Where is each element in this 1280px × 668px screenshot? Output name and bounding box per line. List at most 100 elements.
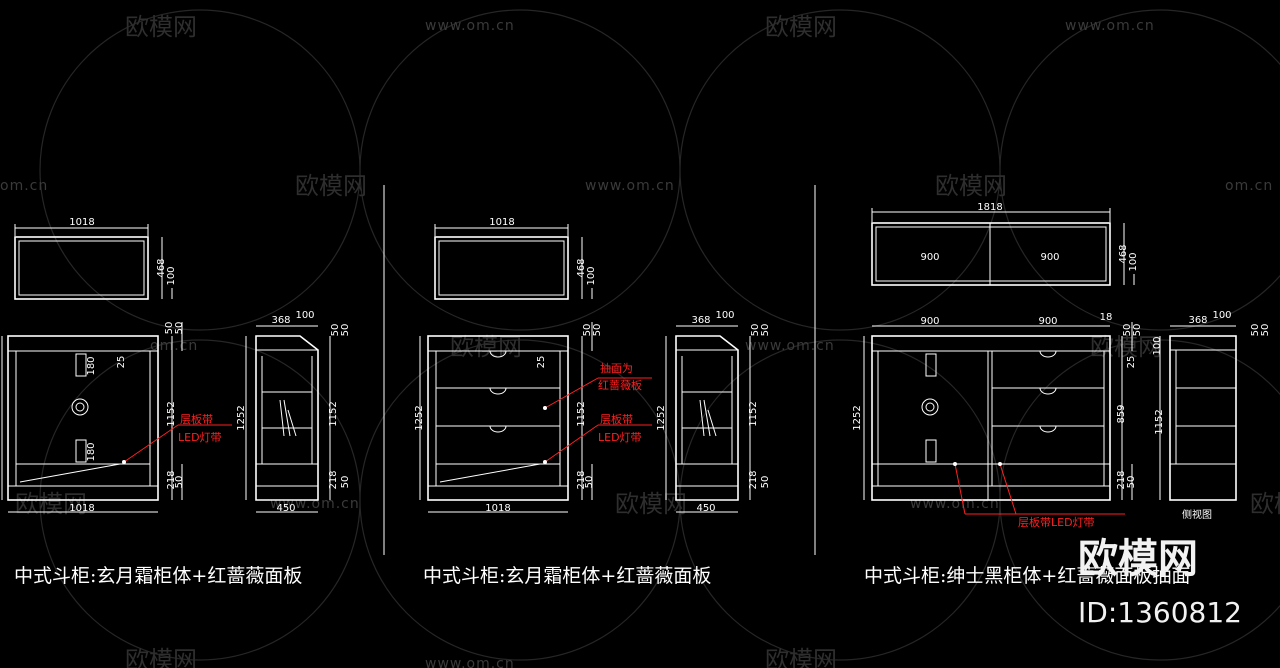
dim-front-25: 25 [536, 356, 547, 369]
dim-side-50b: 50 [1260, 324, 1271, 337]
dim-side-depth: 450 [276, 503, 295, 514]
dim-front-50c: 50 [1126, 476, 1137, 489]
dim-front-left: 900 [920, 316, 939, 327]
watermark-url-partial: om.cn [150, 338, 198, 354]
dim-side-height: 1252 [236, 405, 247, 430]
dim-front-18: 18 [1100, 312, 1113, 323]
watermark-url-partial: om.cn [0, 178, 48, 194]
side-view-outline [255, 335, 319, 501]
side-view-label: 侧视图 [1182, 508, 1212, 521]
note-drawer-face-l2: 红蔷薇板 [598, 378, 642, 392]
watermark-brand: 欧模网 [765, 646, 837, 668]
dim-front-height: 1252 [0, 405, 3, 430]
panel-1: 1018 468 100 1252 25 180 180 1152 218 50… [0, 217, 351, 587]
dim-front-25: 25 [1126, 356, 1137, 369]
dim-top-h1: 468 [1118, 244, 1129, 263]
dim-top-h1: 468 [156, 258, 167, 277]
note-shelf-led-l2: LED灯带 [598, 431, 642, 444]
dim-front-218: 218 [166, 470, 177, 489]
watermark-url: www.om.cn [745, 338, 835, 354]
dim-front-218: 218 [576, 470, 587, 489]
panel-3: 900 900 1818 468 100 900 900 18 1252 [852, 202, 1271, 587]
dim-side-100: 100 [1212, 310, 1231, 321]
panel-2: 1018 468 100 1252 25 1152 218 50 50 50 1… [414, 217, 771, 587]
watermark-url-partial: om.cn [1225, 178, 1273, 194]
dim-front-right: 900 [1038, 316, 1057, 327]
front-view-outline [871, 335, 1111, 501]
dim-top-h1: 468 [576, 258, 587, 277]
dim-front-50c: 50 [174, 476, 185, 489]
dim-side-50a: 50 [1250, 324, 1261, 337]
watermark-brand: 欧模网 [450, 333, 522, 361]
note-drawer-face-l1: 抽面为 [600, 361, 633, 375]
dim-top-h2: 100 [1128, 252, 1139, 271]
dim-front-width: 1018 [69, 503, 94, 514]
dim-front-50b: 50 [174, 322, 185, 335]
dim-front-width: 1018 [485, 503, 510, 514]
top-view-outline [871, 222, 1111, 286]
note-shelf-led-l2: LED灯带 [178, 431, 222, 444]
note-shelf-led: 层板带LED灯带 [1018, 515, 1095, 529]
dim-top-width: 1018 [489, 217, 514, 228]
dim-side-218: 218 [328, 470, 339, 489]
dim-top-width: 1818 [977, 202, 1002, 213]
dim-front-50a: 50 [164, 322, 175, 335]
dim-front-859: 859 [1116, 404, 1127, 423]
watermark-url: www.om.cn [585, 178, 675, 194]
watermark-brand: 欧模网 [1090, 333, 1162, 361]
dim-front-1152: 1152 [576, 401, 587, 426]
dim-front-50b: 50 [1132, 324, 1143, 337]
dim-front-height: 1252 [852, 405, 863, 430]
side-view-outline [1169, 335, 1237, 501]
watermark-url: www.om.cn [910, 496, 1000, 512]
dim-side-50c: 50 [760, 476, 771, 489]
top-view-outline [434, 236, 569, 300]
top-left-label: 900 [920, 252, 939, 263]
watermark-brand: 欧模网 [125, 13, 197, 41]
dim-side-1152: 1152 [1154, 409, 1165, 434]
dim-front-1152: 1152 [166, 401, 177, 426]
dim-side-218: 218 [748, 470, 759, 489]
dim-side-50a: 50 [750, 324, 761, 337]
watermark-brand: 欧模网 [1250, 490, 1280, 518]
dim-front-25: 25 [116, 356, 127, 369]
panel-1-caption: 中式斗柜:玄月霜柜体+红蔷薇面板 [14, 565, 302, 587]
front-view-outline [7, 335, 159, 501]
dim-side-depth: 450 [696, 503, 715, 514]
dim-front-height: 1252 [414, 405, 425, 430]
watermark-brand: 欧模网 [935, 172, 1007, 200]
panel-2-caption: 中式斗柜:玄月霜柜体+红蔷薇面板 [423, 565, 711, 587]
front-view-outline [427, 335, 569, 501]
dim-front-50b: 50 [592, 324, 603, 337]
watermark-brand: 欧模网 [295, 172, 367, 200]
note-shelf-led-l1: 层板带 [180, 412, 213, 426]
dim-front-50a: 50 [1122, 324, 1133, 337]
badge-brand: 欧模网 [1078, 536, 1198, 582]
dim-side-50a: 50 [330, 324, 341, 337]
dim-side-100b: 100 [1152, 336, 1163, 355]
badge-id: ID:1360812 [1078, 596, 1242, 629]
dim-top-width: 1018 [69, 217, 94, 228]
watermark-brand: 欧模网 [615, 490, 687, 518]
watermark-brand: 欧模网 [15, 490, 87, 518]
top-right-label: 900 [1040, 252, 1059, 263]
dim-side-100: 100 [715, 310, 734, 321]
watermark-brand: 欧模网 [765, 13, 837, 41]
watermark-url: www.om.cn [1065, 18, 1155, 34]
panel-3-caption: 中式斗柜:绅士黑柜体+红蔷薇面板抽面 [864, 565, 1190, 587]
top-view-outline [14, 236, 149, 300]
dim-side-50b: 50 [760, 324, 771, 337]
dim-side-368: 368 [1188, 315, 1207, 326]
dim-top-h2: 100 [586, 266, 597, 285]
watermark-url: www.om.cn [425, 18, 515, 34]
watermark-brand: 欧模网 [125, 646, 197, 668]
dim-side-height: 1252 [656, 405, 667, 430]
dim-side-1152: 1152 [748, 401, 759, 426]
dim-front-50a: 50 [582, 324, 593, 337]
dim-top-h2: 100 [166, 266, 177, 285]
side-view-outline [675, 335, 739, 501]
dim-front-180b: 180 [86, 442, 97, 461]
dim-side-1152: 1152 [328, 401, 339, 426]
